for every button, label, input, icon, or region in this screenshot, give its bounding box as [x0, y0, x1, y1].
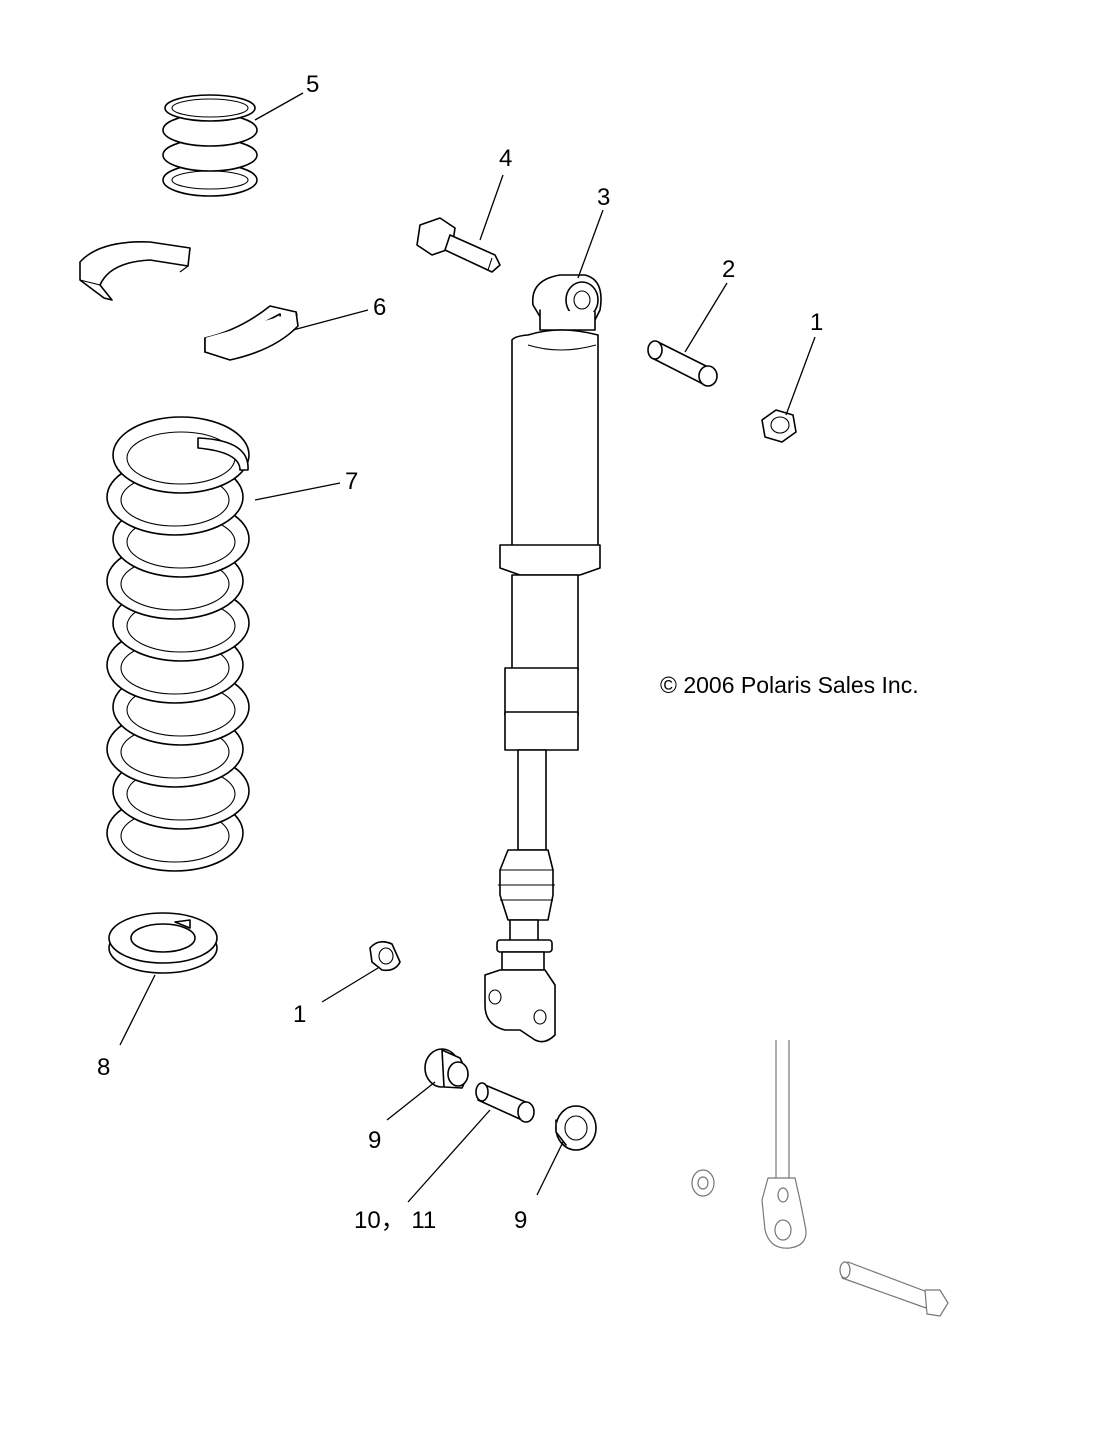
part-1-nut-lower — [369, 940, 401, 972]
callout-4: 4 — [499, 145, 512, 172]
spring-coil-outer — [112, 416, 250, 494]
callout-3: 3 — [597, 184, 610, 211]
callout-6: 6 — [373, 294, 386, 321]
part-9-bushing-right — [555, 1105, 597, 1151]
part-6-retainer — [79, 241, 299, 361]
part-8-lower-seat — [108, 912, 218, 974]
part-5-spring — [162, 94, 258, 197]
callout-2: 2 — [722, 256, 735, 283]
callout-labels: 5 4 3 2 1 6 7 8 1 9 10， 11 9 — [97, 71, 823, 1234]
spring-end-tab — [197, 437, 249, 471]
callout-9-right: 9 — [514, 1207, 527, 1234]
part-1-nut-upper — [761, 409, 797, 443]
callout-5: 5 — [306, 71, 319, 98]
copyright-notice: © 2006 Polaris Sales Inc. — [660, 672, 919, 698]
callout-1-lower: 1 — [293, 1001, 306, 1028]
callout-7: 7 — [345, 468, 358, 495]
part-4-bolt — [416, 217, 501, 273]
part-10-11-sleeve — [475, 1082, 535, 1123]
reference-mount-detail — [691, 1040, 949, 1317]
part-9-bushing-left — [424, 1048, 469, 1089]
callout-8: 8 — [97, 1054, 110, 1081]
callout-1-upper: 1 — [810, 309, 823, 336]
part-2-sleeve — [647, 340, 718, 387]
callout-10-11: 10， 11 — [354, 1207, 436, 1234]
leader-lines — [119, 92, 816, 1203]
part-7-spring — [106, 416, 250, 872]
callout-9-left: 9 — [368, 1127, 381, 1154]
part-3-shock-absorber — [484, 274, 602, 1043]
